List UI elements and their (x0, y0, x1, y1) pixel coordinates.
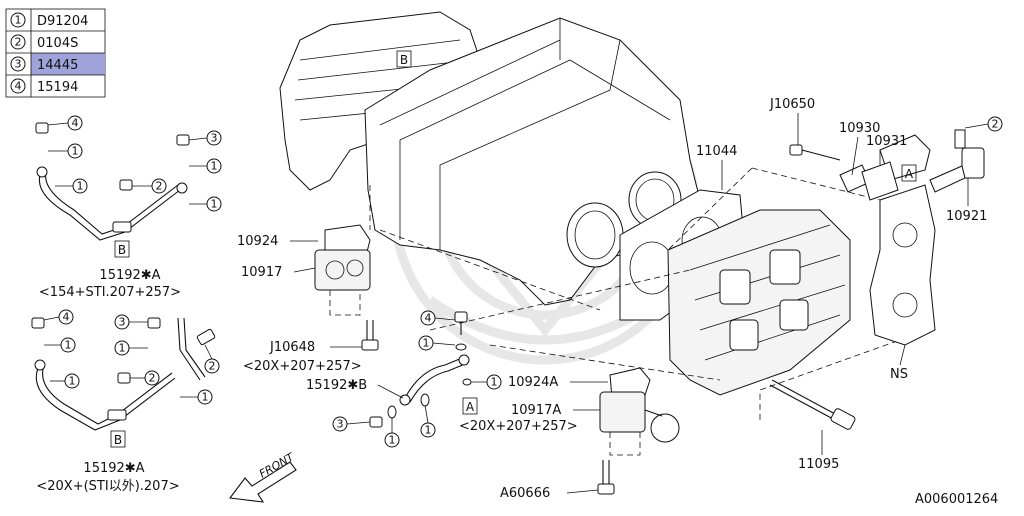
label-ns: NS (890, 367, 908, 382)
callout-1: 1 (211, 198, 218, 211)
callout-2: 2 (149, 372, 156, 385)
label-15192a-top-variant: <154+STI.207+257> (39, 285, 181, 300)
label-10917a-variant: <20X+207+257> (459, 419, 578, 434)
label-10921: 10921 (946, 209, 987, 224)
legend-table: 1 D91204 2 0104S 3 14445 4 15194 (5, 8, 106, 98)
box-marks: B B B A A (110, 50, 917, 448)
callout-1: 1 (423, 337, 430, 350)
legend-index: 3 (15, 58, 22, 71)
callout-1: 1 (491, 376, 498, 389)
box-b-label: B (114, 433, 122, 447)
label-10917: 10917 (241, 265, 282, 280)
engine-block-drawing (279, 11, 701, 306)
diagram-id: A006001264 (915, 492, 998, 507)
callout-1: 1 (389, 434, 396, 447)
solenoid-10917-drawing (314, 185, 371, 316)
legend-code: 14445 (37, 58, 78, 73)
legend-row: 1 D91204 (10, 12, 88, 29)
label-15192a-bottom: 15192✱A (83, 461, 144, 476)
label-15192b: 15192✱B (306, 378, 367, 393)
label-j10648-variant: <20X+207+257> (243, 359, 362, 374)
label-10931: 10931 (866, 134, 907, 149)
cylinder-head-drawing (667, 167, 901, 420)
box-b-label: B (118, 243, 126, 257)
legend-code: 15194 (37, 80, 78, 95)
bolt-a60666-drawing (597, 460, 615, 495)
cover-gasket-drawing (839, 161, 899, 201)
label-10924a: 10924A (508, 375, 558, 390)
callout-2: 2 (992, 118, 999, 131)
oil-control-plate-drawing (869, 134, 936, 346)
label-11095: 11095 (798, 457, 839, 472)
callout-1: 1 (202, 391, 209, 404)
oil-pipe-a-bottom-drawing (31, 317, 216, 431)
legend-row: 4 15194 (10, 78, 78, 95)
bolt-11095-drawing (769, 379, 856, 430)
callout-2: 2 (209, 360, 216, 373)
label-15192a-bottom-variant: <20X+(STI以外).207> (36, 479, 179, 494)
label-10917a: 10917A (511, 403, 561, 418)
label-j10650: J10650 (769, 97, 815, 112)
callouts: 4 1 1 3 1 2 1 4 1 1 3 1 2 1 2 4 1 1 (43, 115, 1003, 448)
legend-row: 2 0104S (10, 34, 78, 51)
box-a-label: A (466, 400, 475, 414)
callout-4: 4 (63, 311, 70, 324)
callout-3: 3 (337, 418, 344, 431)
callout-1: 1 (119, 342, 126, 355)
legend-code: D91204 (37, 14, 88, 29)
oil-control-valve-drawing (929, 129, 985, 193)
label-a60666: A60666 (500, 486, 550, 501)
legend-index: 2 (15, 36, 22, 49)
front-arrow-icon: FRONT (228, 450, 297, 503)
legend-index: 4 (15, 80, 22, 93)
callout-2: 2 (156, 180, 163, 193)
legend-code: 0104S (37, 36, 78, 51)
solenoid-10917a-drawing (599, 367, 680, 456)
part-labels: 15192✱A <154+STI.207+257> 15192✱A <20X+(… (36, 97, 998, 507)
callout-1: 1 (77, 180, 84, 193)
callout-1: 1 (425, 424, 432, 437)
callout-3: 3 (119, 316, 126, 329)
callout-1: 1 (69, 375, 76, 388)
legend-index: 1 (15, 14, 22, 27)
label-j10648: J10648 (269, 340, 315, 355)
callout-1: 1 (211, 160, 218, 173)
bolt-j10650-drawing (789, 144, 841, 161)
callout-1: 1 (65, 339, 72, 352)
callout-4: 4 (425, 312, 432, 325)
oil-pipe-b-drawing (399, 354, 470, 406)
label-10924: 10924 (237, 234, 278, 249)
center-bolts-drawing (369, 311, 472, 428)
bolt-j10648-drawing (361, 320, 379, 351)
callout-4: 4 (72, 117, 79, 130)
legend-row-highlighted: 3 14445 (10, 56, 78, 73)
callout-3: 3 (211, 132, 218, 145)
label-15192a-top: 15192✱A (99, 268, 160, 283)
callout-1: 1 (72, 145, 79, 158)
label-10930: 10930 (839, 121, 880, 136)
assembly-leader-lines (379, 229, 721, 381)
oil-pipe-a-top-drawing (35, 122, 190, 241)
front-arrow-label: FRONT (257, 450, 297, 481)
label-11044: 11044 (696, 144, 737, 159)
box-a-label: A (905, 167, 914, 181)
box-b-label: B (400, 53, 408, 67)
